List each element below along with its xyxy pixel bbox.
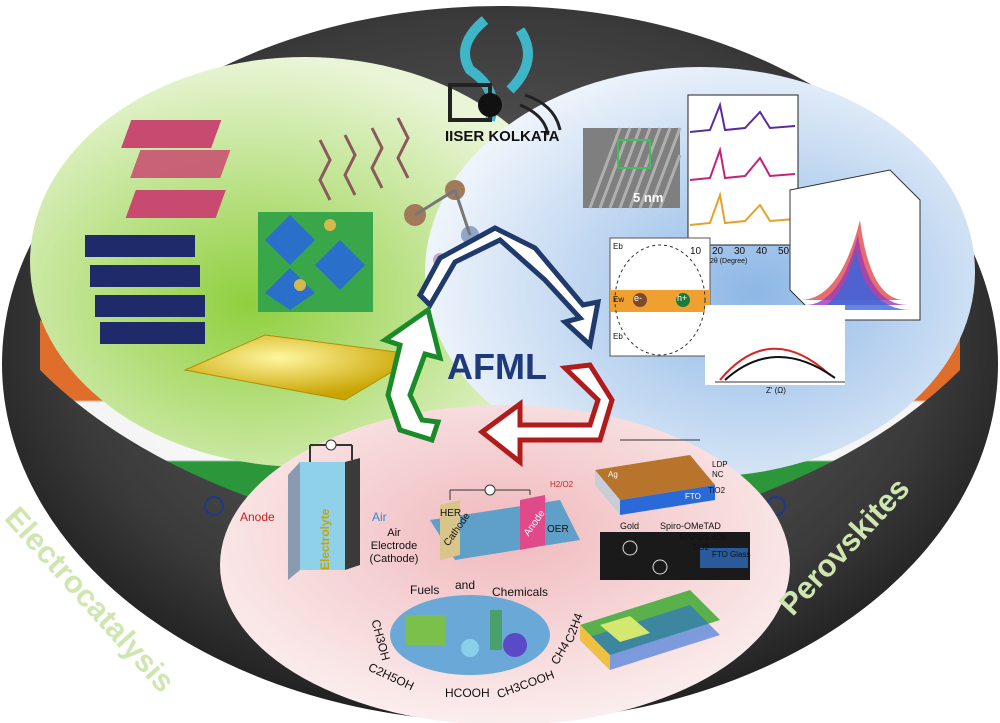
band-label-top: Eb bbox=[613, 242, 623, 251]
solar-fto-label: FTO bbox=[712, 550, 728, 559]
gold-label: Gold bbox=[620, 521, 640, 531]
xrd-tick-0: 10 bbox=[690, 246, 702, 257]
water-splitting-cell bbox=[430, 484, 580, 560]
2d-layered-material bbox=[85, 235, 205, 344]
electrolyte-label: Electrolyte bbox=[318, 508, 332, 570]
hole-label: h+ bbox=[677, 293, 688, 303]
perovskite-solar-cell bbox=[600, 532, 750, 580]
xrd-tick-3: 40 bbox=[756, 246, 768, 257]
ldp-fto-label: FTO bbox=[685, 492, 701, 501]
pl-waterfall-plot bbox=[789, 169, 921, 321]
band-diagram bbox=[609, 237, 711, 357]
ldp-device bbox=[595, 439, 715, 515]
center-title: AFML bbox=[447, 346, 547, 387]
ldp-ag-label: Ag bbox=[608, 470, 618, 479]
layered-crystal-structure bbox=[121, 120, 231, 218]
iiser-logo bbox=[448, 16, 562, 136]
air-label: Air bbox=[372, 510, 387, 524]
xrd-tick-4: 50 bbox=[778, 246, 790, 257]
tem-scale-bar: 5 nm bbox=[633, 190, 664, 205]
anode-label: Anode bbox=[240, 510, 275, 524]
arrow-green-icon bbox=[379, 305, 444, 444]
arrow-blue-icon bbox=[416, 225, 602, 350]
perovskite-octahedra bbox=[258, 212, 373, 312]
absorber-label: MAPbI3-xClx bbox=[680, 533, 727, 542]
chakra-left-icon bbox=[204, 496, 224, 516]
band-label-bottom: Eb bbox=[613, 332, 623, 341]
oer-label: OER bbox=[547, 524, 569, 535]
fuels-chemicals-illustration bbox=[390, 595, 550, 675]
gas-label: H2/O2 bbox=[550, 480, 574, 489]
thin-film-device bbox=[580, 590, 720, 670]
xrd-plot bbox=[687, 94, 799, 246]
nyquist-axis-label: Z' (Ω) bbox=[766, 386, 786, 395]
xrd-tick-1: 20 bbox=[712, 246, 724, 257]
her-label: HER bbox=[440, 508, 462, 519]
air-electrode-label: Air Electrode (Cathode) bbox=[369, 527, 419, 565]
band-label-well: Ew bbox=[613, 295, 625, 304]
molecule-cluster bbox=[404, 180, 479, 267]
fuels-word: Fuels bbox=[410, 583, 440, 597]
logo-text: IISER KOLKATA bbox=[445, 128, 560, 145]
spiro-label: Spiro-OMeTAD bbox=[660, 521, 721, 531]
xrd-axis-label: 2θ (Degree) bbox=[710, 258, 748, 265]
nc-label: NC bbox=[712, 470, 724, 479]
organic-chains bbox=[318, 117, 410, 201]
chemicals-word: Chemicals bbox=[492, 585, 549, 599]
electron-label: e- bbox=[634, 293, 643, 303]
glass-label: Glass bbox=[730, 550, 751, 559]
solar-tio2-label: TiO2 bbox=[692, 543, 710, 552]
ldp-tio2-label: TiO2 bbox=[708, 486, 726, 495]
zinc-air-battery bbox=[288, 439, 360, 580]
ldp-label: LDP bbox=[712, 460, 728, 469]
and-word: and bbox=[455, 578, 476, 592]
nyquist-plot bbox=[705, 305, 845, 385]
arrow-red-icon bbox=[477, 362, 615, 468]
tem-image bbox=[583, 127, 682, 209]
xrd-tick-2: 30 bbox=[734, 246, 746, 257]
molecule-hcooh: HCOOH bbox=[445, 686, 490, 700]
